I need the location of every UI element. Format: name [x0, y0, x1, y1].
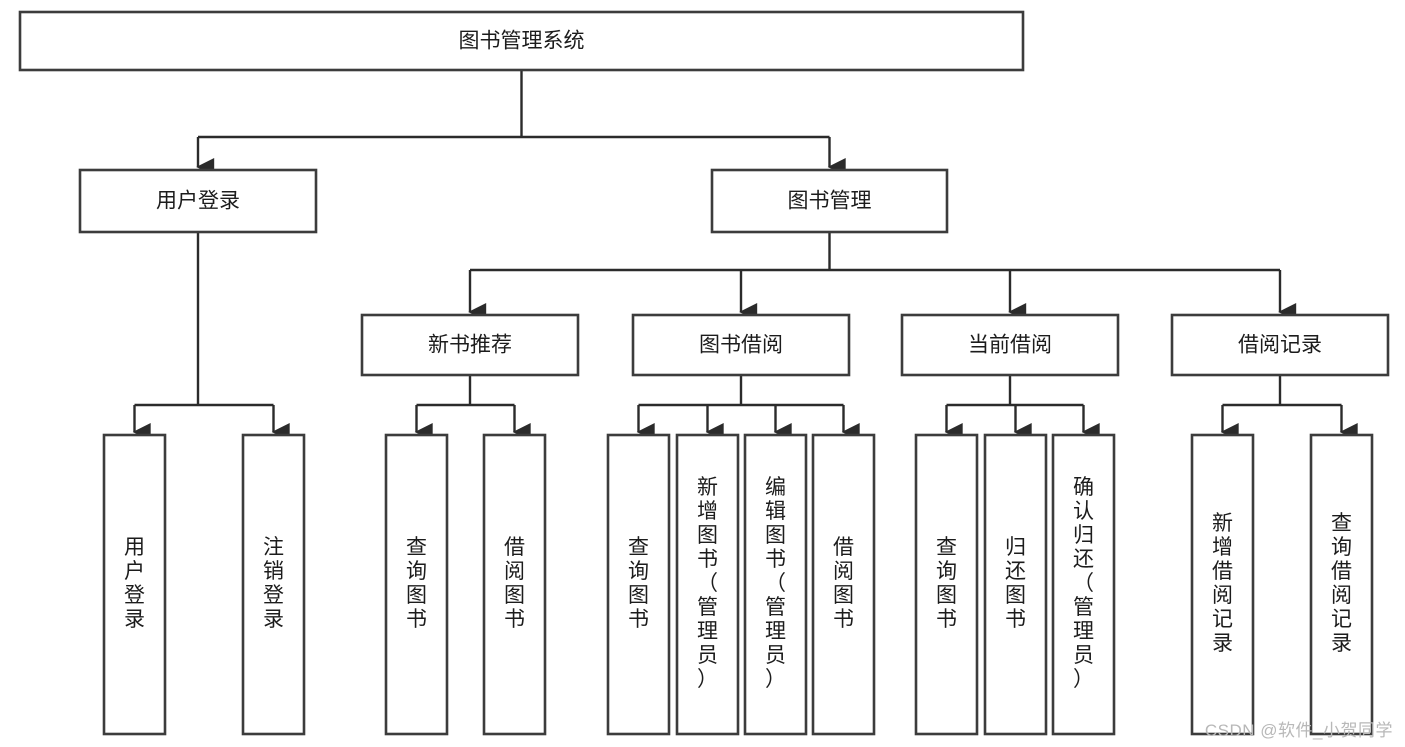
node-label: 新增图书（管理员）	[697, 476, 718, 691]
diagram-node-leaf-3[interactable]: 借阅图书	[482, 433, 547, 736]
node-label: 查询图书	[628, 536, 649, 631]
diagram-node-leaf-12[interactable]: 查询借阅记录	[1309, 433, 1374, 736]
diagram-node-level3-0[interactable]: 新书推荐	[360, 313, 580, 377]
diagram-node-leaf-5[interactable]: 新增图书（管理员）	[675, 433, 740, 736]
node-box[interactable]	[811, 433, 876, 736]
node-box[interactable]	[606, 433, 671, 736]
node-box[interactable]	[102, 433, 167, 736]
node-label: 新增借阅记录	[1212, 512, 1233, 655]
node-layer: 图书管理系统用户登录图书管理新书推荐图书借阅当前借阅借阅记录用户登录注销登录查询…	[18, 10, 1390, 736]
diagram-node-level2-1[interactable]: 图书管理	[710, 168, 949, 234]
node-box[interactable]	[1051, 433, 1116, 736]
node-label: 用户登录	[156, 190, 240, 213]
node-box[interactable]	[743, 433, 808, 736]
node-box[interactable]	[710, 168, 949, 234]
node-label: 用户登录	[124, 536, 145, 631]
node-label: 编辑图书（管理员）	[765, 476, 786, 691]
diagram-node-leaf-2[interactable]: 查询图书	[384, 433, 449, 736]
diagram-node-leaf-6[interactable]: 编辑图书（管理员）	[743, 433, 808, 736]
node-label: 当前借阅	[968, 334, 1052, 357]
node-label: 注销登录	[263, 536, 284, 631]
diagram-node-level3-1[interactable]: 图书借阅	[631, 313, 851, 377]
node-box[interactable]	[384, 433, 449, 736]
diagram-node-level3-3[interactable]: 借阅记录	[1170, 313, 1390, 377]
diagram-node-leaf-11[interactable]: 新增借阅记录	[1190, 433, 1255, 736]
node-box[interactable]	[983, 433, 1048, 736]
node-label: 图书管理	[788, 190, 872, 213]
node-label: 图书管理系统	[459, 30, 585, 53]
diagram-node-leaf-4[interactable]: 查询图书	[606, 433, 671, 736]
node-box[interactable]	[1190, 433, 1255, 736]
node-box[interactable]	[78, 168, 318, 234]
diagram-node-leaf-1[interactable]: 注销登录	[241, 433, 306, 736]
node-label: 图书借阅	[699, 334, 783, 357]
node-box[interactable]	[631, 313, 851, 377]
connector-layer	[132, 70, 1358, 441]
diagram-node-leaf-10[interactable]: 确认归还（管理员）	[1051, 433, 1116, 736]
node-label: 借阅图书	[504, 536, 525, 631]
node-label: 查询图书	[406, 536, 427, 631]
node-box[interactable]	[360, 313, 580, 377]
node-box[interactable]	[675, 433, 740, 736]
node-label: 确认归还（管理员）	[1073, 476, 1094, 691]
diagram-node-root-0[interactable]: 图书管理系统	[18, 10, 1025, 72]
node-box[interactable]	[1170, 313, 1390, 377]
diagram-node-level3-2[interactable]: 当前借阅	[900, 313, 1120, 377]
node-label: 借阅图书	[833, 536, 854, 631]
node-box[interactable]	[18, 10, 1025, 72]
diagram-node-leaf-9[interactable]: 归还图书	[983, 433, 1048, 736]
node-box[interactable]	[241, 433, 306, 736]
diagram-node-leaf-7[interactable]: 借阅图书	[811, 433, 876, 736]
node-label: 查询借阅记录	[1331, 512, 1352, 655]
node-box[interactable]	[1309, 433, 1374, 736]
diagram-node-leaf-8[interactable]: 查询图书	[914, 433, 979, 736]
watermark-text: CSDN @软件_小贺同学	[1204, 721, 1393, 740]
node-label: 归还图书	[1005, 536, 1026, 631]
diagram-node-level2-0[interactable]: 用户登录	[78, 168, 318, 234]
node-label: 查询图书	[936, 536, 957, 631]
node-box[interactable]	[914, 433, 979, 736]
diagram-node-leaf-0[interactable]: 用户登录	[102, 433, 167, 736]
node-box[interactable]	[900, 313, 1120, 377]
node-box[interactable]	[482, 433, 547, 736]
node-label: 借阅记录	[1238, 334, 1322, 357]
node-label: 新书推荐	[428, 334, 512, 357]
